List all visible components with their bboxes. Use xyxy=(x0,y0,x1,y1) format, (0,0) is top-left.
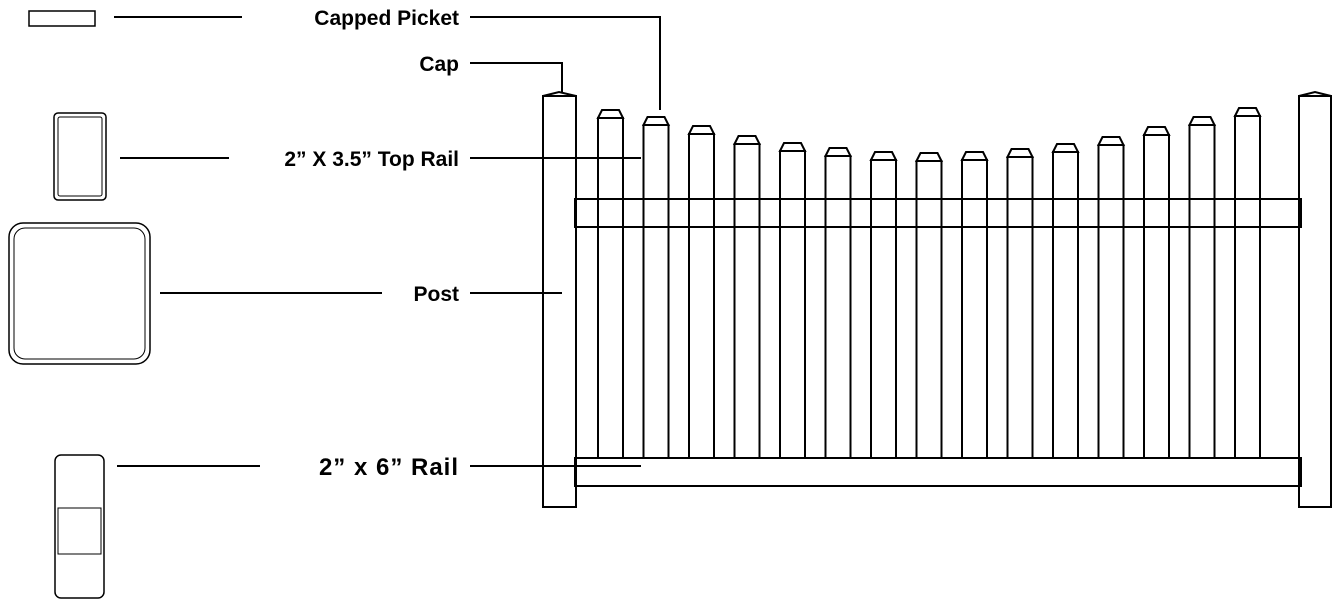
post-cap-right xyxy=(1298,90,1332,97)
picket xyxy=(779,150,806,459)
post-profile xyxy=(8,222,151,365)
picket xyxy=(1188,124,1216,459)
picket-cap xyxy=(914,152,944,162)
picket xyxy=(1052,151,1079,459)
leader-capped-picket xyxy=(470,16,661,110)
picket-cap xyxy=(869,151,898,161)
top-rail xyxy=(574,198,1302,228)
picket xyxy=(961,159,988,459)
picket-cap xyxy=(596,109,625,119)
top-rail-label: 2” X 3.5” Top Rail xyxy=(284,148,459,171)
picket-cap xyxy=(732,135,762,145)
picket-cap xyxy=(687,125,716,135)
top-rail-profile xyxy=(53,112,107,201)
leader-lines xyxy=(114,16,661,467)
bottom-rail xyxy=(574,457,1302,487)
post-right xyxy=(1298,90,1332,508)
picket xyxy=(642,124,670,459)
picket-cap xyxy=(1051,143,1080,153)
post-label: Post xyxy=(413,283,459,306)
fence-elevation xyxy=(542,90,1332,508)
picket xyxy=(915,160,943,459)
picket xyxy=(688,133,715,459)
picket xyxy=(1097,144,1125,459)
picket xyxy=(1006,156,1034,459)
picket-cap xyxy=(1005,148,1035,158)
leader-cap xyxy=(470,62,563,93)
bottom-rail-label: 2” x 6” Rail xyxy=(319,454,459,481)
post-cap-left xyxy=(542,90,577,97)
cap-profile xyxy=(28,10,96,27)
picket xyxy=(824,155,852,459)
picket-cap xyxy=(1142,126,1171,136)
picket-cap xyxy=(1187,116,1217,126)
picket xyxy=(733,143,761,459)
picket xyxy=(1234,115,1261,459)
picket xyxy=(597,117,624,459)
bottom-rail-profile xyxy=(54,454,105,599)
picket-cap xyxy=(960,151,989,161)
picket-cap xyxy=(1233,107,1262,117)
picket-cap xyxy=(823,147,853,157)
post-left xyxy=(542,90,577,508)
picket-cap xyxy=(778,142,807,152)
picket xyxy=(870,159,897,459)
picket-cap xyxy=(1096,136,1126,146)
pickets xyxy=(596,107,1262,459)
picket xyxy=(1143,134,1170,459)
cap-label: Cap xyxy=(419,53,459,76)
capped-picket-label: Capped Picket xyxy=(314,7,459,30)
picket-cap xyxy=(641,116,671,126)
